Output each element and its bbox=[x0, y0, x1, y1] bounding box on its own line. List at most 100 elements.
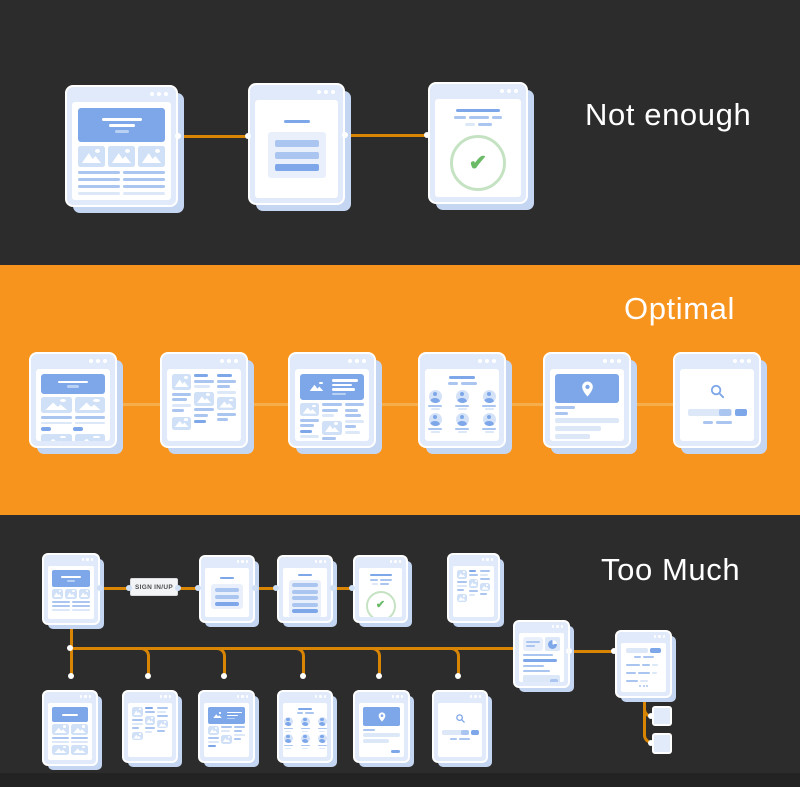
browser-dots-icon bbox=[79, 695, 91, 698]
connector-branch bbox=[292, 647, 305, 677]
avatar-icon bbox=[317, 717, 327, 726]
browser-dots-icon bbox=[391, 695, 403, 698]
wireframe-form-screen bbox=[248, 83, 345, 205]
dashboard-tiles bbox=[523, 674, 560, 682]
image-placeholder-icon bbox=[74, 397, 105, 413]
pie-chart-icon bbox=[548, 639, 557, 649]
image-placeholder-icon bbox=[41, 397, 72, 413]
wireframe-dashboard-screen bbox=[513, 620, 570, 688]
wireframe-articles-screen bbox=[122, 690, 178, 763]
connector-branch bbox=[368, 647, 381, 677]
optimal-section-band bbox=[0, 265, 800, 515]
wireframe-long-form-screen bbox=[277, 555, 333, 623]
wireframe-home-screen bbox=[65, 85, 178, 207]
image-placeholder-icon bbox=[132, 732, 143, 740]
image-placeholder-icon bbox=[208, 726, 219, 735]
connector-bus-line bbox=[70, 647, 513, 650]
avatar-icon bbox=[428, 413, 442, 426]
avatar-icon bbox=[300, 734, 310, 743]
wireframe-featured-article-screen bbox=[198, 690, 255, 763]
avatar-icon bbox=[283, 734, 293, 743]
connector-branch bbox=[213, 647, 226, 677]
connector-line bbox=[117, 403, 160, 406]
image-placeholder-icon bbox=[172, 374, 192, 390]
connector-branch bbox=[447, 647, 460, 677]
hero-banner bbox=[78, 108, 165, 142]
browser-dots-icon bbox=[236, 695, 248, 698]
section-title-not-enough: Not enough bbox=[585, 97, 752, 132]
connector-line bbox=[570, 650, 615, 653]
browser-dots-icon bbox=[89, 359, 107, 363]
section-title-optimal: Optimal bbox=[624, 291, 736, 326]
wireframe-home-screen bbox=[42, 553, 100, 625]
wireframe-team-screen bbox=[277, 690, 333, 763]
search-bar bbox=[441, 730, 479, 735]
avatar-icon bbox=[428, 390, 442, 403]
hero-banner bbox=[52, 570, 90, 587]
image-placeholder-icon bbox=[212, 712, 224, 720]
image-placeholder-icon bbox=[194, 391, 214, 406]
browser-dots-icon bbox=[469, 695, 481, 698]
browser-dots-icon bbox=[348, 359, 366, 363]
hero-banner bbox=[300, 374, 364, 400]
browser-dots-icon bbox=[317, 90, 335, 94]
detail-card bbox=[652, 706, 672, 726]
section-title-too-much: Too Much bbox=[601, 552, 741, 587]
image-placeholder-icon bbox=[457, 570, 467, 579]
connector-branch bbox=[137, 647, 150, 677]
image-placeholder-icon bbox=[132, 707, 143, 717]
connector-line bbox=[506, 403, 543, 406]
image-placeholder-icon bbox=[78, 589, 90, 599]
wireframe-confirmation-screen: ✔ bbox=[353, 555, 408, 623]
connector-line bbox=[178, 587, 199, 590]
image-placeholder-icon bbox=[300, 403, 320, 416]
image-placeholder-icon bbox=[221, 735, 232, 744]
connector-line bbox=[631, 403, 673, 406]
wireframe-search-screen bbox=[432, 690, 488, 763]
location-pin-icon bbox=[581, 381, 593, 396]
image-placeholder-icon bbox=[52, 589, 64, 599]
avatar-icon bbox=[283, 717, 293, 726]
connector-line bbox=[248, 403, 288, 406]
browser-dots-icon bbox=[481, 558, 493, 561]
wireframe-confirmation-screen: ✔ bbox=[428, 82, 528, 204]
hero-banner bbox=[41, 374, 105, 394]
wireframe-articles-screen bbox=[160, 352, 248, 448]
image-placeholder-icon bbox=[457, 594, 467, 602]
browser-dots-icon bbox=[81, 558, 93, 561]
wireframe-home-screen bbox=[42, 690, 98, 766]
browser-dots-icon bbox=[314, 560, 326, 563]
browser-dots-icon bbox=[389, 560, 401, 563]
browser-dots-icon bbox=[653, 635, 665, 638]
image-placeholder-icon bbox=[108, 146, 135, 167]
connector-line bbox=[100, 587, 130, 590]
location-pin-icon bbox=[378, 711, 385, 722]
search-icon bbox=[455, 714, 465, 723]
connector-line bbox=[376, 403, 418, 406]
image-placeholder-icon bbox=[322, 420, 342, 435]
sign-in-tag: SIGN IN/UP bbox=[130, 578, 178, 596]
image-placeholder-icon bbox=[41, 434, 72, 441]
wireframe-featured-article-screen bbox=[288, 352, 376, 448]
image-placeholder-icon bbox=[480, 583, 491, 591]
avatar-icon bbox=[455, 413, 469, 426]
wireframe-map-screen bbox=[543, 352, 631, 448]
connector-line bbox=[333, 587, 353, 590]
image-placeholder-icon bbox=[74, 434, 105, 441]
wireframe-team-screen bbox=[418, 352, 506, 448]
wireframe-list-screen bbox=[615, 630, 672, 698]
image-placeholder-icon bbox=[65, 589, 77, 599]
map-banner bbox=[363, 707, 400, 726]
image-placeholder-icon bbox=[138, 146, 165, 167]
browser-dots-icon bbox=[314, 695, 326, 698]
hero-banner bbox=[208, 707, 245, 724]
detail-card bbox=[652, 733, 672, 754]
image-placeholder-icon bbox=[52, 745, 69, 755]
image-placeholder-icon bbox=[307, 380, 327, 394]
image-placeholder-icon bbox=[172, 416, 192, 430]
image-placeholder-icon bbox=[144, 716, 156, 725]
wireframe-form-screen bbox=[199, 555, 255, 623]
browser-dots-icon bbox=[150, 92, 168, 96]
avatar-icon bbox=[300, 717, 310, 726]
